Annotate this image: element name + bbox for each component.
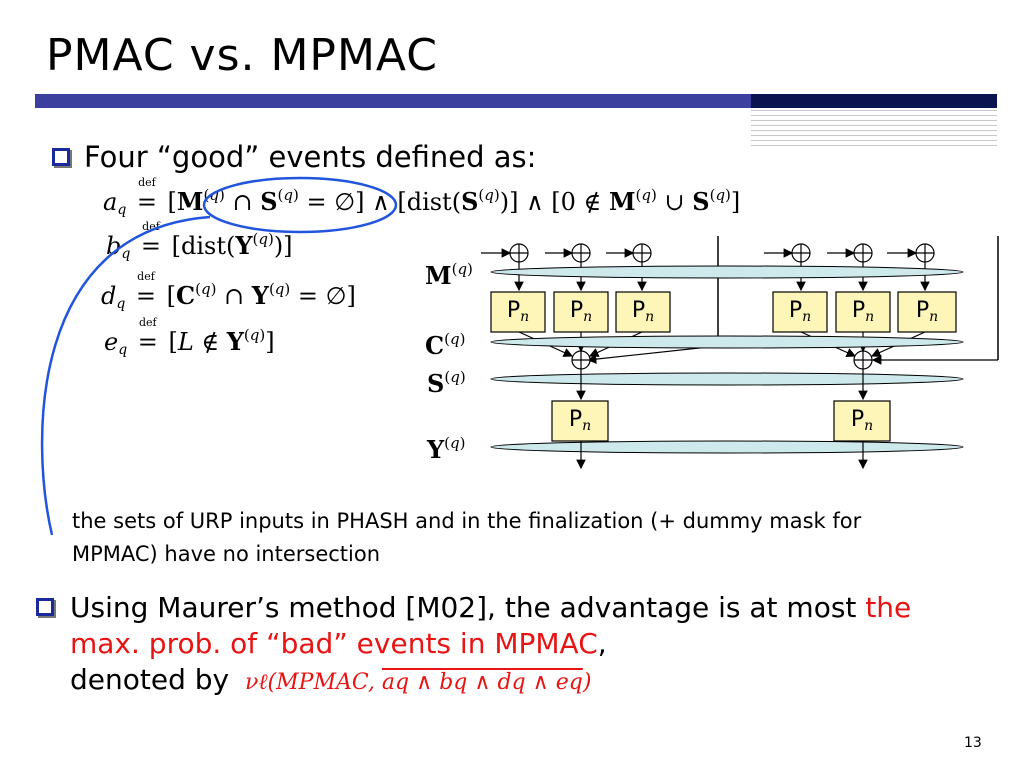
ellipse-c — [490, 335, 964, 349]
ellipse-m — [490, 265, 964, 279]
bullet-maurer: Using Maurer’s method [M02], the advanta… — [70, 590, 970, 701]
pn-label: Pn — [850, 407, 874, 434]
bullet-maurer-red: the max. prob. of “bad” events in MPMAC — [70, 591, 912, 660]
callout-note: the sets of URP inputs in PHASH and in t… — [72, 509, 862, 566]
title-bar-dark — [751, 94, 997, 108]
page-number: 13 — [964, 735, 982, 751]
pn-label: Pn — [915, 298, 939, 325]
checkbox-bullet-icon — [36, 598, 54, 616]
bullet-maurer-comma: , — [597, 627, 607, 660]
bullet-maurer-denoted: denoted by — [70, 663, 230, 696]
pn-label: Pn — [568, 407, 592, 434]
pn-label: Pn — [851, 298, 875, 325]
row-label-m: M(q) — [425, 260, 473, 290]
pn-label: Pn — [788, 298, 812, 325]
ellipse-s — [490, 372, 964, 386]
group1-input-xors — [481, 243, 652, 263]
row-label-s: S(q) — [427, 368, 466, 398]
pn-blocks-row1 — [490, 291, 957, 333]
slide-title: PMAC vs. MPMAC — [46, 30, 438, 81]
group2-input-xors — [764, 243, 935, 263]
pn-label: Pn — [569, 298, 593, 325]
ellipse-y — [490, 440, 964, 454]
row-label-y: Y(q) — [427, 434, 466, 464]
pn-label: Pn — [631, 298, 655, 325]
title-bar — [35, 94, 751, 108]
bullet-good-events: Four “good” events defined as: — [84, 140, 537, 174]
pn-label: Pn — [506, 298, 530, 325]
decorative-stripes — [751, 110, 997, 146]
checkbox-bullet-icon — [52, 148, 70, 166]
bullet-maurer-text: Using Maurer’s method [M02], the advanta… — [70, 591, 866, 624]
nu-formula: νℓ(MPMAC, aq ∧ bq ∧ dq ∧ eq) — [245, 670, 592, 695]
pn-blocks-final — [551, 400, 891, 442]
row-label-c: C(q) — [425, 330, 466, 360]
